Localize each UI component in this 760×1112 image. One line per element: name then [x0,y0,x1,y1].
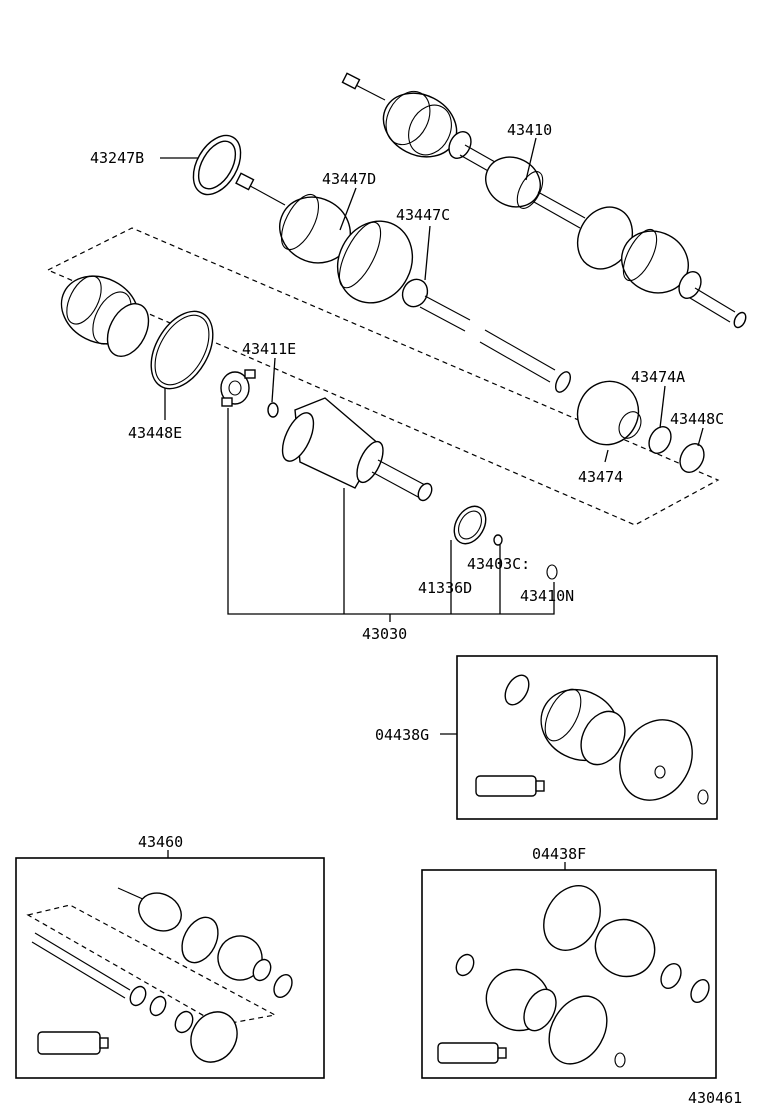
o-ring-43403C[interactable] [493,534,503,546]
label-43474A: 43474A [631,368,685,386]
label-43410: 43410 [507,121,552,139]
snap-ring-43247B[interactable] [184,127,251,202]
boot-left[interactable] [50,263,157,363]
kit-box-04438F [421,869,717,1079]
label-41336D: 41336D [418,579,472,597]
dynamic-damper-43474[interactable] [567,371,650,455]
label-43460: 43460 [138,833,183,851]
label-43247B: 43247B [90,149,144,167]
label-43447D: 43447D [322,170,376,188]
clamp-43448E[interactable] [138,301,225,400]
label-04438G: 04438G [375,726,429,744]
label-43411E: 43411E [242,340,296,358]
label-04438F: 04438F [532,845,586,863]
kit-04438F-parts[interactable] [437,876,713,1075]
kit-04438G-parts[interactable] [475,671,709,813]
label-43403C: 43403C: [467,555,530,573]
label-430461: 430461 [688,1089,742,1107]
kit-boundary-dashed [46,227,720,526]
snap-ring-43411E[interactable] [267,402,279,418]
label-43410N: 43410N [520,587,574,605]
label-43448E: 43448E [128,424,182,442]
kit-box-43460 [15,857,325,1079]
leader-lines [160,137,704,622]
snap-ring-43410N[interactable] [546,564,558,580]
drive-shaft-middle[interactable] [235,172,573,394]
tripod-joint[interactable] [220,369,256,407]
label-43448C: 43448C [670,410,724,428]
snap-ring-41336D[interactable] [448,501,492,550]
clamp-43448C[interactable] [675,440,708,477]
outboard-joint-housing[interactable] [276,397,434,503]
label-43030: 43030 [362,625,407,643]
kit-43460-parts[interactable] [31,886,296,1071]
label-43474: 43474 [578,468,623,486]
clamp-43474A[interactable] [645,423,676,457]
label-43447C: 43447C [396,206,450,224]
drive-shaft-assembly-43410[interactable] [341,72,748,329]
kit-box-04438G [456,655,718,820]
